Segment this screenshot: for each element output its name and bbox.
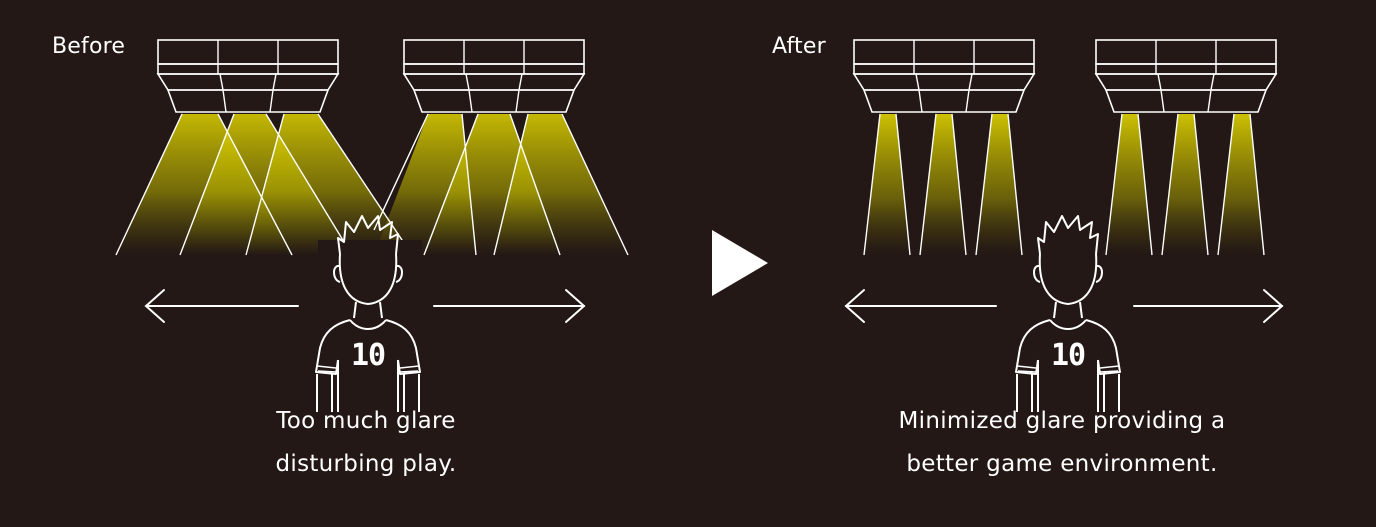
lighting-fixture-icon	[157, 39, 339, 113]
arrow-right-icon	[1133, 289, 1284, 323]
light-beam-icon	[1106, 114, 1152, 255]
before-jersey-number: 10	[351, 338, 386, 373]
after-beams	[864, 114, 1264, 255]
after-beam-edges	[863, 113, 1265, 256]
after-jersey-number: 10	[1051, 338, 1086, 373]
after-caption-line1: Minimized glare providing a	[898, 408, 1226, 434]
before-caption-line2: disturbing play.	[275, 451, 457, 477]
light-beam-icon	[864, 114, 910, 255]
play-triangle-icon	[712, 230, 768, 296]
before-beam-edges	[115, 113, 629, 256]
before-caption-line1: Too much glare	[276, 408, 456, 434]
player-icon	[1015, 215, 1121, 413]
after-label: After	[772, 34, 826, 59]
lighting-fixture-icon	[1095, 39, 1277, 113]
before-label: Before	[52, 34, 126, 59]
light-beam-icon	[1162, 114, 1208, 255]
light-beam-icon	[494, 114, 628, 255]
after-caption-line2: better game environment.	[906, 451, 1218, 477]
before-caption: Too much glare disturbing play.	[166, 400, 566, 486]
before-beams	[116, 114, 628, 255]
light-beam-icon	[920, 114, 966, 255]
light-beam-icon	[1218, 114, 1264, 255]
arrow-left-icon	[144, 289, 299, 323]
lighting-fixture-icon	[403, 39, 585, 113]
light-beam-icon	[976, 114, 1022, 255]
arrow-right-icon	[433, 289, 586, 323]
after-caption: Minimized glare providing a better game …	[842, 400, 1282, 486]
arrow-left-icon	[844, 289, 997, 323]
lighting-fixture-icon	[853, 39, 1035, 113]
